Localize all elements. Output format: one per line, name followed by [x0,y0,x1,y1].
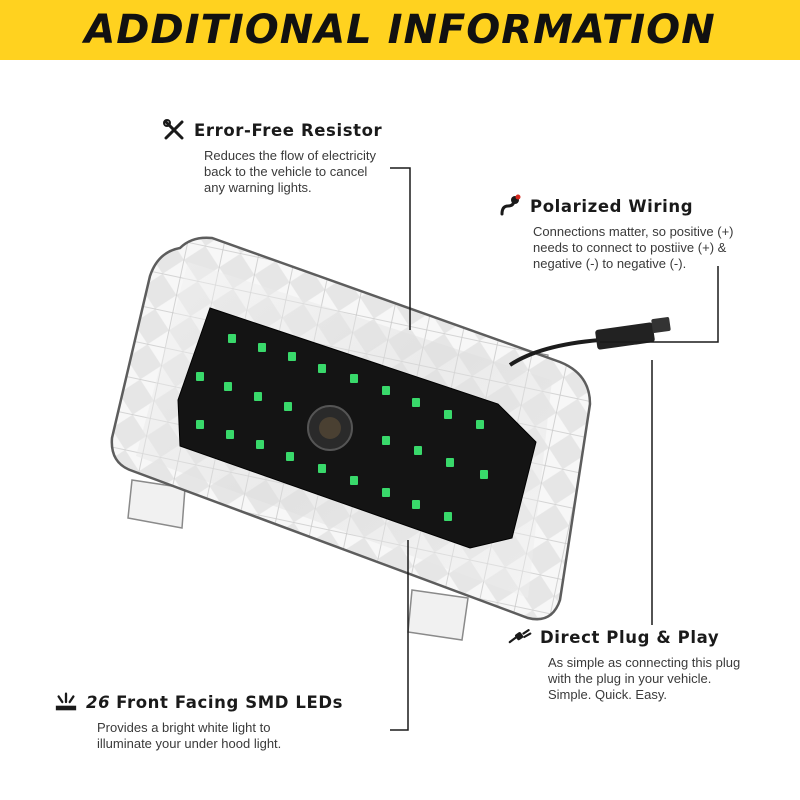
leader-line-leds [390,540,409,731]
banner-title: ADDITIONAL INFORMATION [84,7,716,53]
mounting-tab-right [407,589,469,641]
leader-line-polarized [600,266,719,343]
led-board [177,307,537,549]
light-rays-icon [54,690,78,714]
feature-title: Error-Free Resistor [194,120,383,140]
feature-title: Direct Plug & Play [540,627,720,647]
feature-description: As simple as connecting this plug with t… [548,655,741,702]
wiring-plug-icon [498,194,522,218]
led-count: 26 [86,692,111,712]
feature-description: Connections matter, so positive (+) need… [533,224,734,271]
led-chips [196,334,488,521]
feature-direct-plug-play: Direct Plug & Play As simple as connecti… [508,625,788,703]
feature-description: Provides a bright white light to illumin… [97,720,282,751]
plug-icon [508,625,532,649]
wrench-screwdriver-icon [162,118,186,142]
mounting-tab-left [127,479,186,529]
feature-description: Reduces the flow of electricity back to … [204,148,376,195]
feature-polarized-wiring: Polarized Wiring Connections matter, so … [498,194,773,272]
wire-cable [508,338,601,367]
feature-title-text: Front Facing SMD LEDs [116,692,344,712]
resistor [307,405,353,451]
wire-connector [595,322,655,350]
lens-housing [110,236,592,621]
header-banner: ADDITIONAL INFORMATION [0,0,800,60]
feature-error-free-resistor: Error-Free Resistor Reduces the flow of … [162,118,424,196]
feature-title: Polarized Wiring [530,196,694,216]
